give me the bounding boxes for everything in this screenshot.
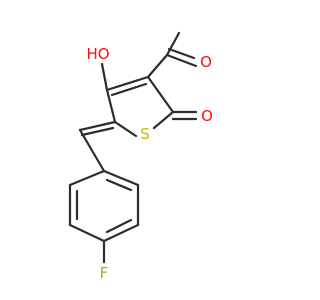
bond-ar-1 — [102, 169, 140, 187]
bond-acetyl-co-b — [167, 47, 196, 60]
sulfur-label: S — [140, 125, 150, 143]
hydroxyl-label: HO — [86, 45, 109, 63]
bond-ch-aryl — [78, 128, 106, 173]
bond-c3-acetyl — [146, 53, 169, 79]
molecule-structure: HO S O O F — [68, 31, 213, 282]
bond-c4-oh — [100, 62, 109, 92]
bond-ar-inner-1 — [105, 178, 133, 192]
bond-acetyl-co-a — [165, 53, 198, 68]
ketone-oxygen-label: O — [201, 107, 213, 125]
bond-acetyl-methyl — [165, 31, 181, 57]
bond-exo-a — [78, 120, 117, 132]
bond-exo-b — [80, 126, 115, 137]
bond-ar-inner-2 — [105, 218, 133, 234]
bond-ar-3 — [102, 223, 140, 243]
bond-c5-c4 — [105, 88, 117, 124]
fluorine-label: F — [100, 264, 109, 282]
bond-c3-c4-b — [110, 82, 148, 97]
bond-c3-c2 — [146, 75, 175, 114]
bond-c2-s — [152, 110, 175, 130]
bond-ar-4 — [68, 223, 106, 243]
acetyl-oxygen-label: O — [200, 53, 212, 71]
bond-s-c5 — [113, 120, 138, 138]
bond-c3-c4-a — [105, 75, 150, 92]
bond-ar-6 — [68, 169, 106, 187]
